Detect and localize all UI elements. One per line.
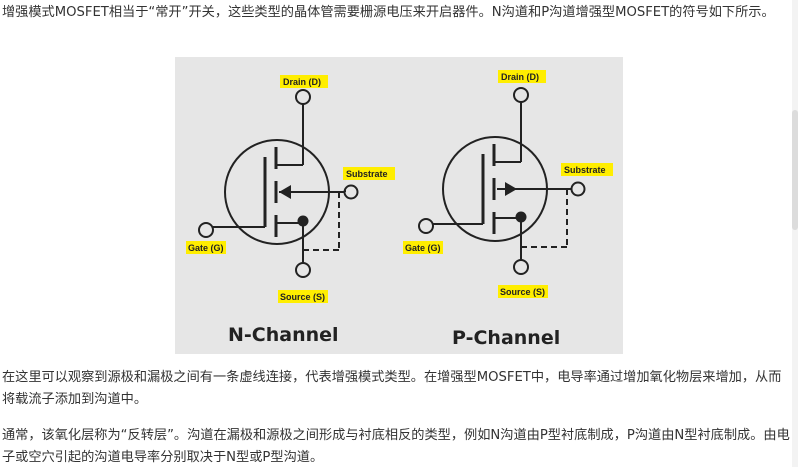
body-paragraph-dashed-line: 在这里可以观察到源极和漏极之间有一条虚线连接，代表增强模式类型。在增强型MOSF…	[2, 370, 782, 407]
p-drain-label-box	[498, 70, 546, 83]
p-drain-label: Drain (D)	[501, 72, 539, 82]
n-gate-label: Gate (G)	[188, 243, 224, 253]
n-channel-gate-terminal	[198, 222, 214, 238]
scrollbar-thumb[interactable]	[792, 110, 798, 230]
n-substrate-label: Substrate	[346, 169, 388, 179]
p-source-label: Source (S)	[500, 287, 545, 297]
n-channel-source-terminal	[295, 262, 311, 278]
n-drain-label: Drain (D)	[283, 77, 321, 87]
p-channel-symbol	[418, 87, 586, 275]
n-source-label-box	[278, 290, 328, 303]
p-channel-substrate-terminal	[570, 181, 586, 197]
n-substrate-label-box	[343, 167, 395, 180]
body-paragraph-inversion-layer: 通常，该氧化层称为“反转层”。沟道在漏极和源极之间形成与衬底相反的类型，例如N沟…	[2, 428, 790, 465]
n-channel-arrow	[279, 185, 291, 199]
n-gate-label-box	[186, 241, 226, 254]
p-substrate-label: Substrate	[564, 165, 606, 175]
p-substrate-label-box	[561, 163, 613, 176]
n-channel-source-dot	[297, 215, 309, 227]
p-channel-title: P-Channel	[452, 327, 560, 349]
p-gate-label-box	[403, 241, 443, 254]
n-channel-substrate-terminal	[343, 184, 359, 200]
p-channel-arrow	[505, 182, 517, 196]
intro-paragraph: 增强模式MOSFET相当于“常开”开关，这些类型的晶体管需要栅源电压来开启器件。…	[2, 5, 775, 20]
mosfet-symbols-figure: Drain (D) Substrate Gate (G) Source (S) …	[175, 57, 623, 354]
p-channel-gate-terminal	[418, 218, 434, 234]
n-source-label: Source (S)	[280, 292, 325, 302]
p-channel-source-dot	[515, 211, 527, 223]
n-drain-label-box	[280, 75, 328, 88]
p-channel-drain-terminal	[513, 87, 529, 103]
p-gate-label: Gate (G)	[405, 243, 441, 253]
n-channel-title: N-Channel	[228, 324, 339, 346]
page-scrollbar[interactable]	[792, 0, 798, 467]
p-source-label-box	[498, 285, 548, 298]
mosfet-symbols-diagram: Drain (D) Substrate Gate (G) Source (S) …	[186, 70, 613, 349]
p-channel-source-terminal	[513, 259, 529, 275]
n-channel-drain-terminal	[295, 89, 311, 105]
